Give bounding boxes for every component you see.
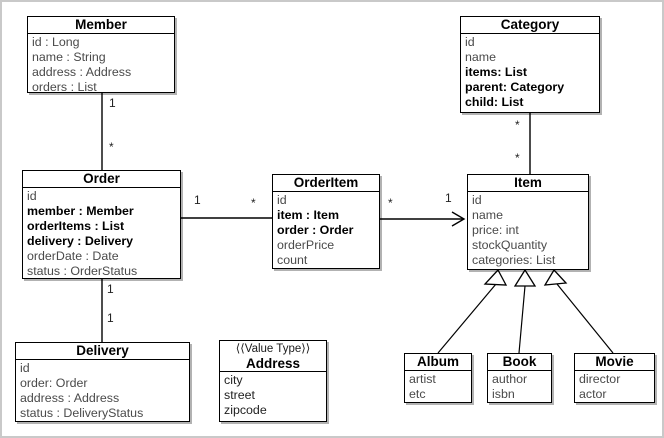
attribute-row: street	[224, 388, 255, 402]
class-title-delivery: Delivery	[16, 343, 189, 360]
album-generalization-triangle-icon	[483, 268, 508, 286]
attribute-list: author isbn	[488, 371, 551, 402]
movie-generalization-triangle-icon	[543, 268, 568, 286]
multiplicity-label: 1	[109, 96, 116, 110]
class-title-order: Order	[23, 171, 180, 188]
attribute-row: price: int	[472, 223, 519, 237]
movie-item-generalization-line	[556, 283, 614, 354]
attribute-row: city	[224, 373, 243, 387]
attribute-row: id : Long	[32, 35, 80, 49]
orderitem-item-open-arrowhead-icon	[451, 211, 466, 227]
attribute-row: item : Item	[277, 208, 339, 222]
attribute-row: delivery : Delivery	[27, 234, 134, 248]
attribute-row: id	[27, 189, 37, 203]
attribute-row: zipcode	[224, 403, 267, 417]
attribute-row: name : String	[32, 50, 106, 64]
class-title-category: Category	[461, 17, 599, 34]
multiplicity-label: 1	[107, 282, 114, 296]
attribute-row: parent: Category	[465, 80, 565, 94]
attribute-row: id	[20, 361, 30, 375]
multiplicity-label: 1	[107, 311, 114, 325]
class-box-movie: Movie director actor	[574, 353, 655, 403]
attribute-row: id	[277, 193, 287, 207]
album-item-generalization-line	[437, 283, 497, 354]
attribute-row: author	[492, 372, 528, 386]
attribute-list: id member : Member orderItems : List del…	[23, 188, 180, 278]
class-box-item: Item id name price: int stockQuantity ca…	[467, 174, 589, 270]
class-box-category: Category id name items: List parent: Cat…	[460, 16, 600, 113]
attribute-row: orders : List	[32, 80, 97, 93]
multiplicity-label: 1	[445, 191, 452, 205]
class-title-item: Item	[468, 175, 588, 192]
attribute-row: member : Member	[27, 204, 134, 218]
book-item-generalization-line	[518, 285, 526, 354]
attribute-row: orderPrice	[277, 238, 335, 252]
attribute-row: categories: List	[472, 253, 556, 267]
attribute-row: etc	[409, 387, 426, 401]
attribute-row: artist	[409, 372, 436, 386]
attribute-list: id item : Item order : Order orderPrice …	[273, 192, 379, 268]
multiplicity-label: *	[515, 151, 520, 165]
attribute-row: child: List	[465, 95, 524, 109]
multiplicity-label: *	[251, 196, 256, 210]
class-box-orderitem: OrderItem id item : Item order : Order o…	[272, 174, 380, 269]
class-box-member: Member id : Long name : String address :…	[27, 16, 175, 93]
class-title-book: Book	[488, 354, 551, 371]
attribute-row: actor	[579, 387, 607, 401]
class-title-orderitem: OrderItem	[273, 175, 379, 192]
multiplicity-label: 1	[194, 193, 201, 207]
class-title-address: Address	[220, 356, 326, 372]
book-generalization-triangle-icon	[513, 268, 537, 287]
attribute-list: city street zipcode	[220, 372, 326, 418]
attribute-row: items: List	[465, 65, 527, 79]
attribute-list: id name items: List parent: Category chi…	[461, 34, 599, 110]
attribute-row: name	[472, 208, 503, 222]
attribute-row: count	[277, 253, 308, 267]
attribute-row: id	[465, 35, 475, 49]
attribute-list: id : Long name : String address : Addres…	[28, 34, 174, 93]
attribute-row: isbn	[492, 387, 515, 401]
attribute-row: id	[472, 193, 482, 207]
attribute-row: order : Order	[277, 223, 354, 237]
multiplicity-label: *	[388, 196, 393, 210]
class-box-address: ⟨⟨Value Type⟩⟩ Address city street zipco…	[219, 340, 327, 422]
attribute-row: orderDate : Date	[27, 249, 119, 263]
attribute-list: director actor	[575, 371, 654, 402]
class-title-album: Album	[405, 354, 471, 371]
class-title-member: Member	[28, 17, 174, 34]
class-box-album: Album artist etc	[404, 353, 472, 403]
attribute-row: status : DeliveryStatus	[20, 406, 144, 420]
multiplicity-label: *	[109, 140, 114, 154]
attribute-list: id order: Order address : Address status…	[16, 360, 189, 421]
attribute-row: orderItems : List	[27, 219, 125, 233]
class-box-book: Book author isbn	[487, 353, 552, 403]
attribute-row: order: Order	[20, 376, 88, 390]
attribute-row: name	[465, 50, 496, 64]
class-title-movie: Movie	[575, 354, 654, 371]
attribute-row: stockQuantity	[472, 238, 548, 252]
attribute-row: address : Address	[32, 65, 132, 79]
attribute-row: status : OrderStatus	[27, 264, 138, 278]
attribute-row: director	[579, 372, 621, 386]
class-box-order: Order id member : Member orderItems : Li…	[22, 170, 181, 279]
stereotype-label: ⟨⟨Value Type⟩⟩	[235, 343, 311, 355]
class-box-delivery: Delivery id order: Order address : Addre…	[15, 342, 190, 422]
attribute-list: id name price: int stockQuantity categor…	[468, 192, 588, 268]
attribute-list: artist etc	[405, 371, 471, 402]
attribute-row: address : Address	[20, 391, 120, 405]
multiplicity-label: *	[515, 118, 520, 132]
